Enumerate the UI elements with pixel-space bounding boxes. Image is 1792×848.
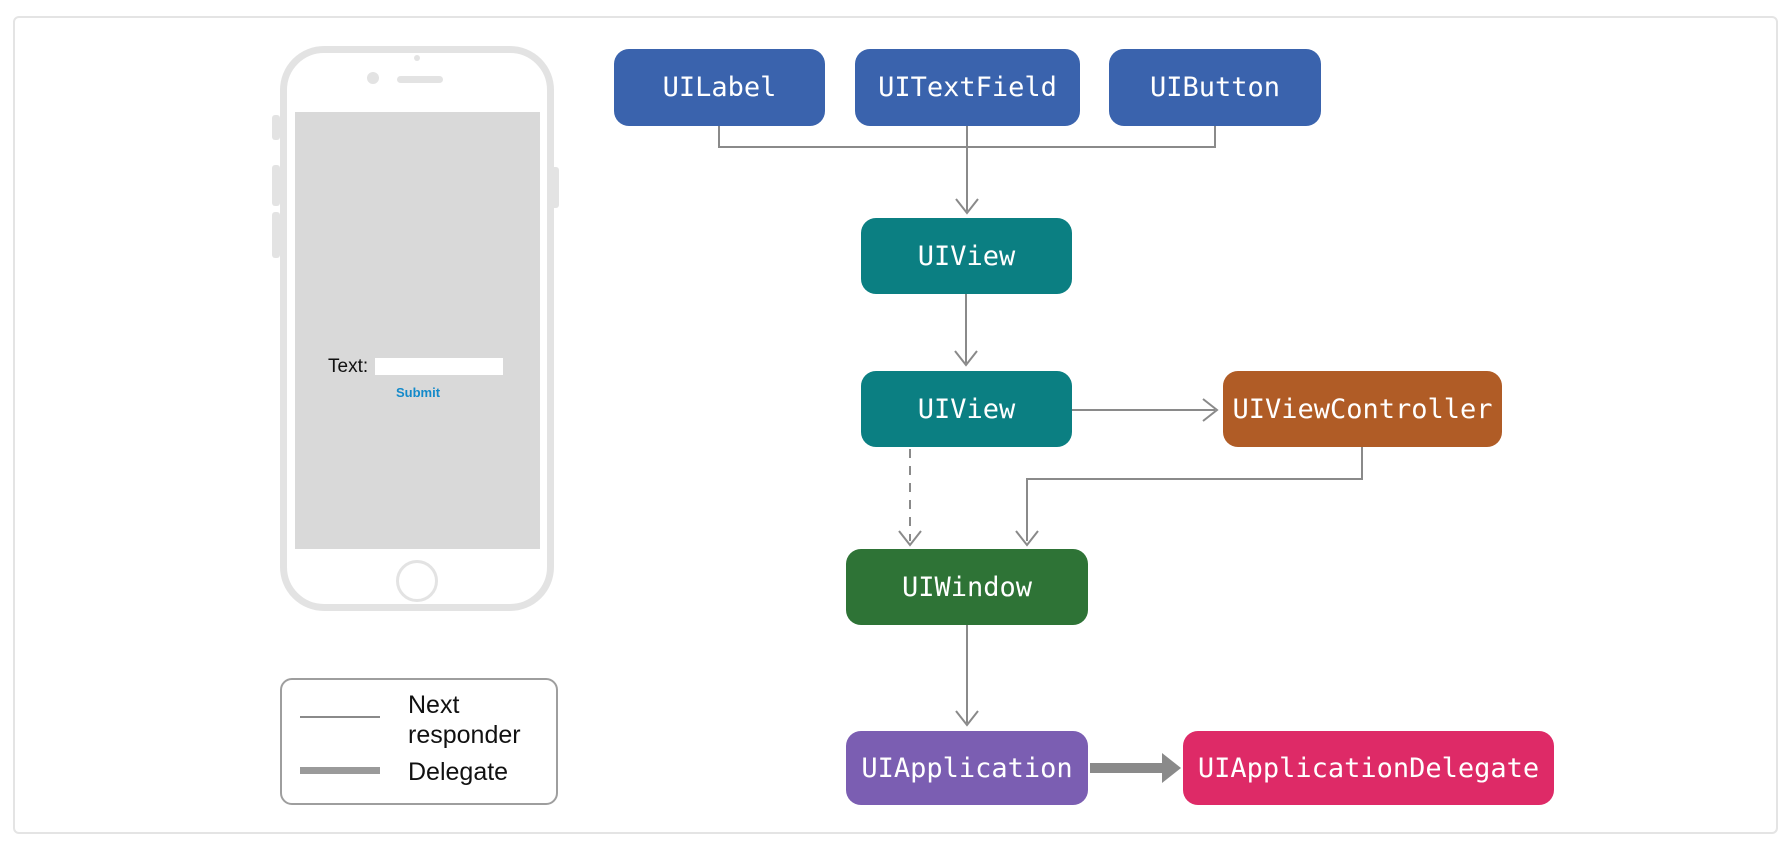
legend-label-next-responder: Next responder: [408, 691, 521, 749]
node-uiapplication: UIApplication: [846, 731, 1088, 805]
phone-volume-up-button: [272, 165, 280, 206]
legend-label-delegate: Delegate: [408, 758, 509, 786]
text-field-label: Text:: [328, 356, 369, 377]
node-uiwindow: UIWindow: [846, 549, 1088, 625]
phone-proximity-dot-icon: [414, 55, 420, 61]
phone-power-button: [551, 167, 559, 208]
node-uilabel: UILabel: [614, 49, 825, 126]
phone-front-camera-icon: [367, 72, 379, 84]
phone-speaker-icon: [397, 76, 443, 83]
phone-volume-down-button: [272, 212, 280, 258]
next-responder-line-sample: [300, 716, 380, 718]
submit-button[interactable]: Submit: [396, 385, 441, 400]
phone-screen: [295, 112, 540, 549]
node-uibutton: UIButton: [1109, 49, 1321, 126]
node-uiview-root: UIView: [861, 371, 1072, 447]
node-uitextfield: UITextField: [855, 49, 1080, 126]
node-uiviewcontroller: UIViewController: [1223, 371, 1502, 447]
node-uiview-top: UIView: [861, 218, 1072, 294]
delegate-line-sample: [300, 767, 380, 774]
text-input[interactable]: [375, 358, 503, 375]
phone-home-button: [396, 560, 438, 602]
node-uiapplicationdelegate: UIApplicationDelegate: [1183, 731, 1554, 805]
phone-mute-switch: [272, 115, 280, 140]
legend-box: [280, 678, 558, 805]
